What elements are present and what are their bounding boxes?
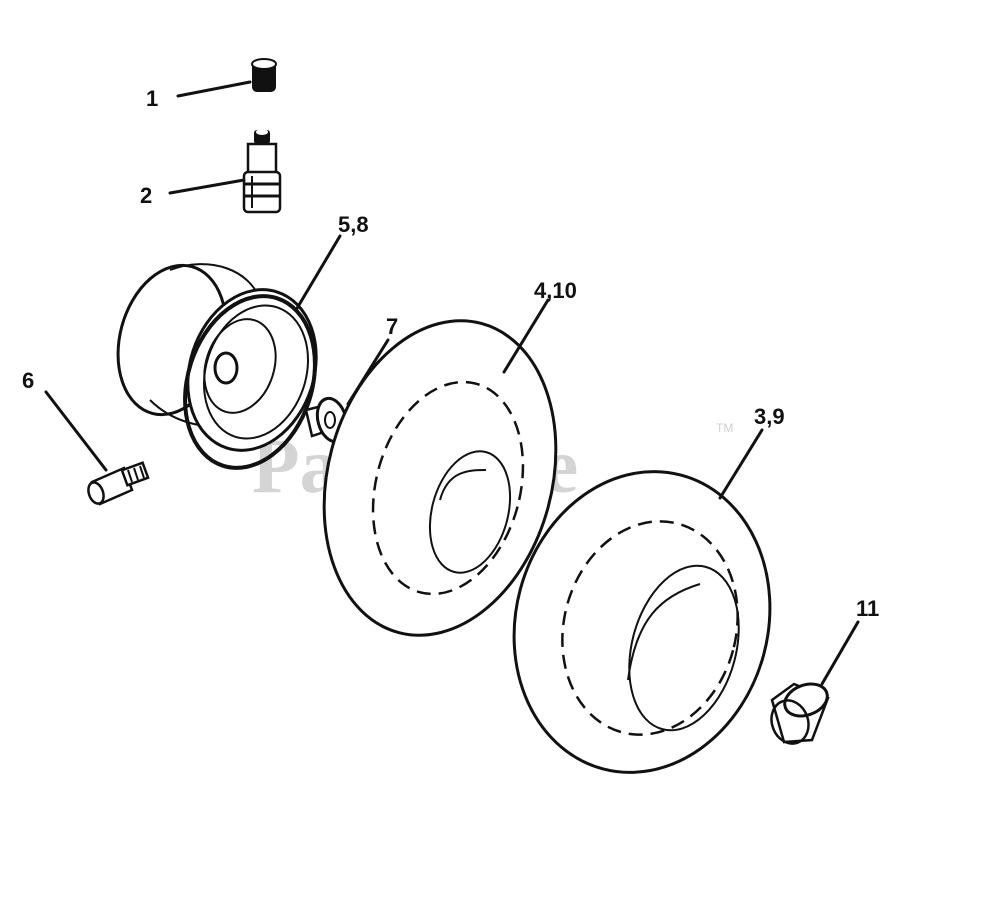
leader-line-3-9	[718, 428, 764, 500]
callout-2: 2	[140, 183, 152, 208]
leader-line-4-10	[502, 298, 550, 374]
part-bearing-ring[interactable]	[164, 279, 336, 485]
leader-line-11	[820, 620, 860, 686]
part-valve-stem[interactable]	[242, 129, 282, 214]
part-grease-fitting[interactable]	[86, 461, 150, 506]
callout-3-9: 3,9	[754, 404, 785, 429]
part-hub-cap[interactable]	[766, 678, 832, 748]
part-valve-cap[interactable]	[251, 58, 277, 92]
part-middle-tire[interactable]	[290, 294, 589, 661]
leader-line-2	[168, 178, 246, 195]
leader-line-6	[44, 390, 108, 472]
callout-11: 11	[856, 596, 879, 621]
leader-line-1	[176, 80, 252, 98]
callout-7: 7	[386, 314, 398, 339]
callout-1: 1	[146, 86, 158, 111]
part-front-tire[interactable]	[481, 443, 803, 802]
leader-line-5-8	[294, 234, 342, 312]
part-wheel-rim[interactable]	[102, 253, 336, 467]
callout-4-10: 4,10	[534, 278, 577, 303]
callout-5-8: 5,8	[338, 212, 369, 237]
watermark-trademark: TM	[716, 421, 733, 435]
callout-6: 6	[22, 368, 34, 393]
